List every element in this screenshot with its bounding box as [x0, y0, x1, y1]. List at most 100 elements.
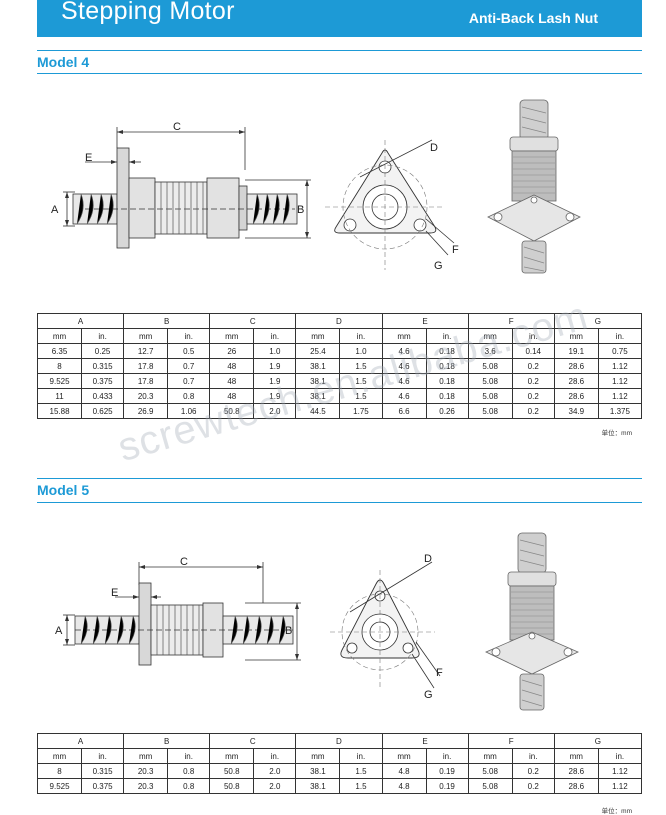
- table-cell: 1.5: [339, 778, 383, 794]
- table-cell: 20.3: [123, 763, 169, 779]
- table-unit-header: in.: [167, 328, 211, 344]
- table-group-header: D: [295, 733, 383, 749]
- table-cell: 0.75: [597, 343, 643, 359]
- table-cell: 0.26: [425, 403, 469, 419]
- dim-d-label: D: [430, 142, 438, 154]
- table-cell: 38.1: [295, 373, 341, 389]
- table-cell: 4.6: [381, 373, 427, 389]
- table-cell: 12.7: [123, 343, 169, 359]
- table-cell: 2.0: [253, 403, 297, 419]
- table-cell: 28.6: [553, 778, 599, 794]
- table-cell: 0.14: [511, 343, 555, 359]
- table-cell: 5.08: [467, 403, 513, 419]
- table-cell: 1.375: [597, 403, 643, 419]
- table-cell: 28.6: [553, 763, 599, 779]
- table-cell: 1.5: [339, 358, 383, 374]
- table-group-header: B: [123, 733, 211, 749]
- table-group-header: A: [36, 733, 125, 749]
- table-cell: 0.18: [425, 343, 469, 359]
- table-cell: 2.0: [253, 763, 297, 779]
- table-cell: 0.8: [167, 778, 211, 794]
- table-cell: 4.6: [381, 358, 427, 374]
- table-cell: 0.18: [425, 358, 469, 374]
- model-4-title: Model 4: [37, 54, 90, 70]
- table-cell: 0.375: [81, 373, 125, 389]
- table-cell: 26.9: [123, 403, 169, 419]
- table-unit-header: mm: [467, 328, 513, 344]
- table-cell: 34.9: [553, 403, 599, 419]
- table-cell: 9.525: [36, 778, 83, 794]
- table-cell: 11: [36, 388, 83, 404]
- product-subtitle: Anti-Back Lash Nut: [468, 10, 598, 26]
- table-cell: 0.19: [425, 763, 469, 779]
- dim-c-label: C: [173, 121, 181, 133]
- dim-g-label: G: [424, 689, 433, 700]
- table-unit-header: in.: [425, 748, 469, 764]
- table-cell: 28.6: [553, 373, 599, 389]
- model-5-unit-note: 单位：mm: [601, 808, 632, 815]
- table-cell: 17.8: [123, 373, 169, 389]
- table-group-header: G: [553, 313, 643, 329]
- table-unit-header: mm: [381, 328, 427, 344]
- model-4-product-render: [487, 99, 581, 274]
- table-cell: 50.8: [209, 403, 255, 419]
- model-4-side-drawing: C E A B: [51, 121, 311, 249]
- table-cell: 28.6: [553, 388, 599, 404]
- dim-b-label: B: [285, 625, 292, 637]
- table-unit-header: mm: [209, 328, 255, 344]
- table-unit-header: mm: [123, 748, 169, 764]
- table-cell: 0.25: [81, 343, 125, 359]
- table-cell: 3.6: [467, 343, 513, 359]
- section-rule-top: [37, 478, 642, 479]
- table-cell: 0.7: [167, 358, 211, 374]
- page-title: Stepping Motor: [61, 0, 235, 25]
- table-cell: 1.9: [253, 388, 297, 404]
- table-cell: 1.75: [339, 403, 383, 419]
- table-unit-header: in.: [167, 748, 211, 764]
- table-group-header: C: [209, 733, 297, 749]
- header-banner: Stepping Motor Anti-Back Lash Nut: [37, 0, 642, 37]
- table-cell: 0.8: [167, 388, 211, 404]
- table-cell: 0.315: [81, 358, 125, 374]
- table-cell: 5.08: [467, 358, 513, 374]
- table-unit-header: in.: [597, 328, 643, 344]
- table-cell: 0.315: [81, 763, 125, 779]
- table-cell: 0.2: [511, 373, 555, 389]
- table-cell: 25.4: [295, 343, 341, 359]
- table-cell: 6.6: [381, 403, 427, 419]
- table-cell: 1.06: [167, 403, 211, 419]
- table-cell: 4.6: [381, 343, 427, 359]
- table-cell: 0.375: [81, 778, 125, 794]
- table-unit-header: in.: [597, 748, 643, 764]
- table-unit-header: in.: [425, 328, 469, 344]
- table-cell: 44.5: [295, 403, 341, 419]
- table-unit-header: mm: [36, 748, 83, 764]
- table-cell: 38.1: [295, 778, 341, 794]
- table-cell: 1.5: [339, 388, 383, 404]
- table-cell: 4.6: [381, 388, 427, 404]
- table-unit-header: in.: [511, 328, 555, 344]
- table-cell: 50.8: [209, 778, 255, 794]
- table-cell: 1.9: [253, 373, 297, 389]
- table-cell: 0.2: [511, 778, 555, 794]
- dim-f-label: F: [436, 667, 443, 679]
- model-4-front-drawing: D F G: [325, 139, 459, 272]
- table-unit-header: mm: [553, 748, 599, 764]
- dim-a-label: A: [55, 625, 63, 637]
- table-cell: 20.3: [123, 388, 169, 404]
- table-cell: 0.2: [511, 403, 555, 419]
- table-cell: 8: [36, 358, 83, 374]
- table-cell: 5.08: [467, 388, 513, 404]
- table-cell: 4.8: [381, 778, 427, 794]
- table-group-header: D: [295, 313, 383, 329]
- table-cell: 20.3: [123, 778, 169, 794]
